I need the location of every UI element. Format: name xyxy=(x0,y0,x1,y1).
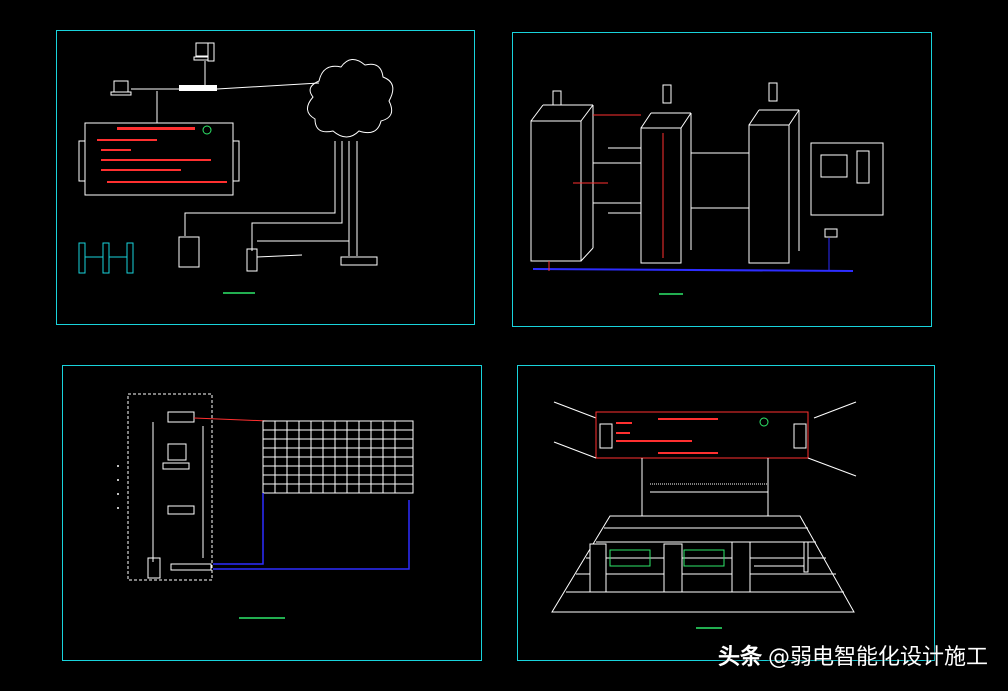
turnstile-diagram xyxy=(530,82,884,295)
panel-entrance-perspective xyxy=(517,365,935,661)
led-panel-grid xyxy=(262,420,414,494)
controller-icon xyxy=(340,256,378,266)
gate-icons xyxy=(78,242,134,274)
equipment-cabinet-outline xyxy=(127,393,213,581)
panel-led-wiring xyxy=(62,365,482,661)
network-cloud-icon xyxy=(307,59,394,138)
camera-icon xyxy=(246,248,258,272)
watermark-brand: 头条 xyxy=(717,645,762,670)
entrance-led-sign xyxy=(595,411,809,459)
monitor-station-box xyxy=(810,142,884,216)
network-switch-icon xyxy=(179,85,217,91)
watermark-account: @弱电智能化设计施工 xyxy=(767,645,988,670)
side-markers xyxy=(117,465,119,509)
workstation-icon xyxy=(193,42,215,62)
laptop-icon xyxy=(110,80,132,96)
dimension-lines xyxy=(573,114,664,258)
entrance-turnstiles xyxy=(589,541,809,593)
cabinet-devices xyxy=(147,411,212,579)
entrance-floor xyxy=(551,515,855,613)
network-diagram xyxy=(78,42,394,294)
led-screen-text-lines xyxy=(97,127,227,183)
turnstile-units xyxy=(530,82,800,264)
watermark: 头条 @弱电智能化设计施工 xyxy=(718,639,988,671)
entrance-sign-text-lines xyxy=(616,418,718,454)
led-wiring-diagram xyxy=(117,393,414,619)
floor-tile-lines xyxy=(566,527,844,593)
entrance-perspective-diagram xyxy=(551,401,857,629)
panel-turnstile-elevation xyxy=(512,32,932,327)
monitor-icon xyxy=(820,154,848,178)
entrance-glass-wings xyxy=(609,549,725,567)
panel-network-topology xyxy=(56,30,475,325)
card-reader-icon xyxy=(178,236,200,268)
